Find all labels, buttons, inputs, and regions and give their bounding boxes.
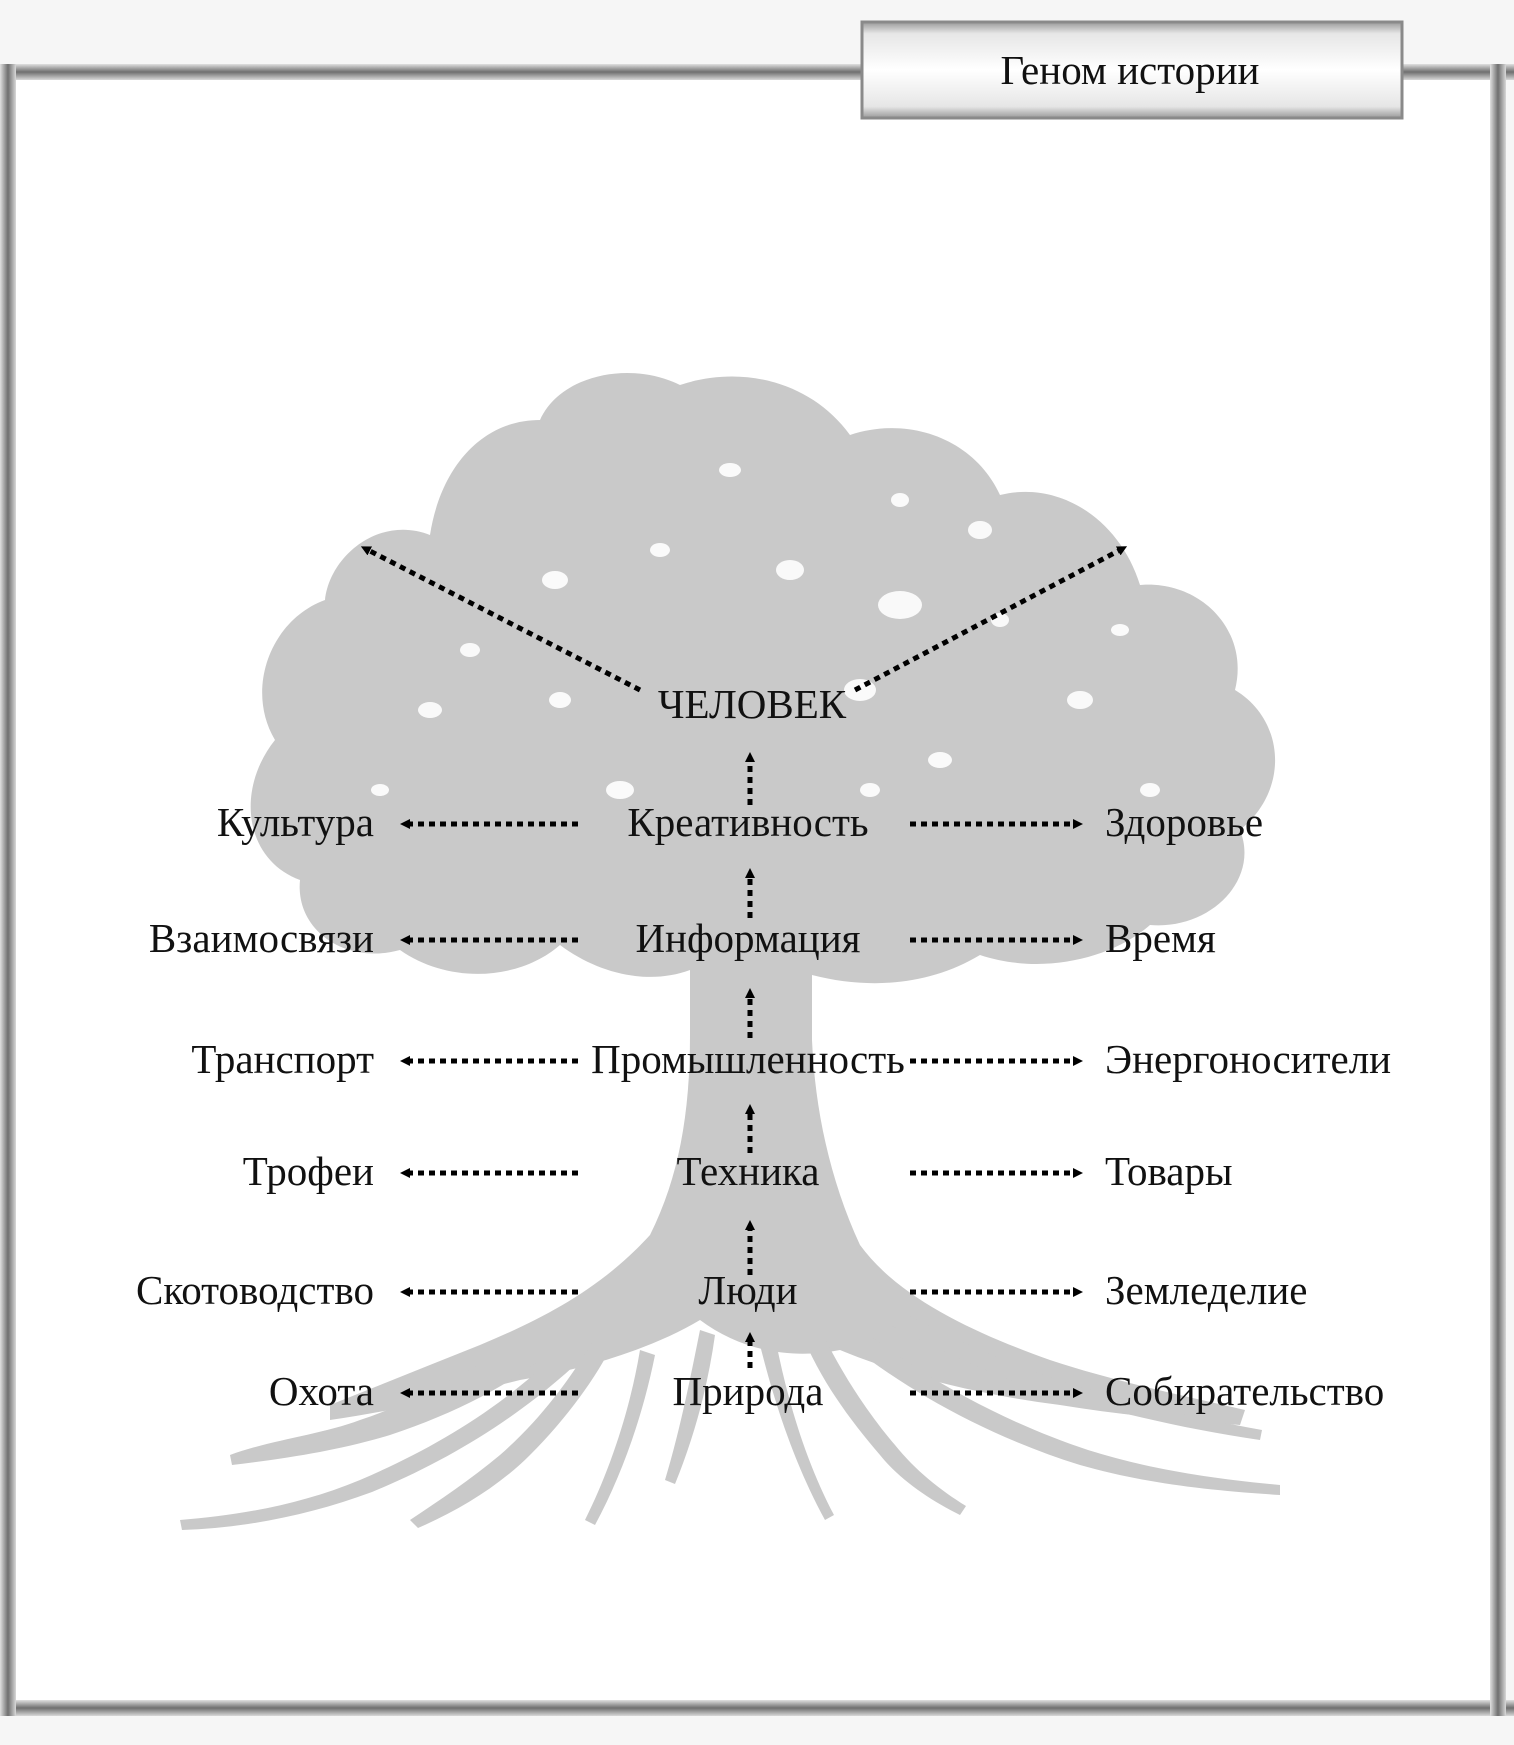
- right-label-health: Здоровье: [1105, 799, 1263, 845]
- center-label-industry: Промышленность: [591, 1036, 905, 1082]
- center-column: Природа Люди Техника Промышленность Инфо…: [591, 681, 905, 1414]
- center-label-information: Информация: [635, 915, 860, 961]
- left-label-hunting: Охота: [269, 1368, 374, 1414]
- right-label-gathering: Собирательство: [1105, 1368, 1384, 1414]
- right-label-energy-carriers: Энергоносители: [1105, 1036, 1391, 1082]
- left-label-cattle-breeding: Скотоводство: [136, 1267, 374, 1313]
- right-label-time: Время: [1105, 915, 1216, 961]
- center-label-technology: Техника: [676, 1148, 819, 1194]
- title-tab: Геном истории: [860, 20, 1404, 120]
- left-label-interconnections: Взаимосвязи: [149, 915, 374, 961]
- right-label-goods: Товары: [1105, 1148, 1233, 1194]
- right-arrows: [910, 819, 1083, 1398]
- arrow-diag-right: [853, 546, 1128, 693]
- diagonal-arrows: [360, 546, 1128, 693]
- left-label-transport: Транспорт: [191, 1036, 374, 1082]
- center-label-creativity: Креативность: [627, 799, 868, 845]
- diagram-title: Геном истории: [1000, 47, 1259, 93]
- center-label-nature: Природа: [673, 1368, 824, 1414]
- right-column: Собирательство Земледелие Товары Энергон…: [1105, 799, 1391, 1414]
- tree-silhouette: [180, 372, 1280, 1530]
- left-label-culture: Культура: [217, 799, 374, 845]
- center-label-human: ЧЕЛОВЕК: [658, 681, 847, 727]
- left-column: Охота Скотоводство Трофеи Транспорт Взаи…: [136, 799, 374, 1414]
- left-label-trophies: Трофеи: [243, 1148, 374, 1194]
- arrow-diag-left: [360, 546, 642, 693]
- right-label-agriculture: Земледелие: [1105, 1267, 1307, 1313]
